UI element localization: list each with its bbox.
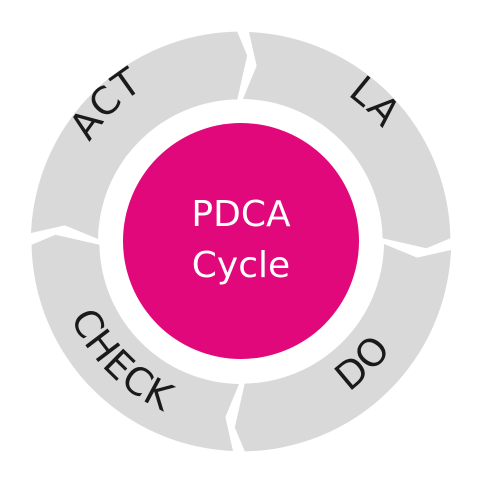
center-hub [123,123,359,359]
hub-title-line2: Cycle [192,245,290,286]
segment-act [31,31,248,239]
segment-plan [243,32,451,249]
hub-title-line1: PDCA [191,194,291,235]
segment-do [234,244,451,452]
segment-check [31,234,239,451]
